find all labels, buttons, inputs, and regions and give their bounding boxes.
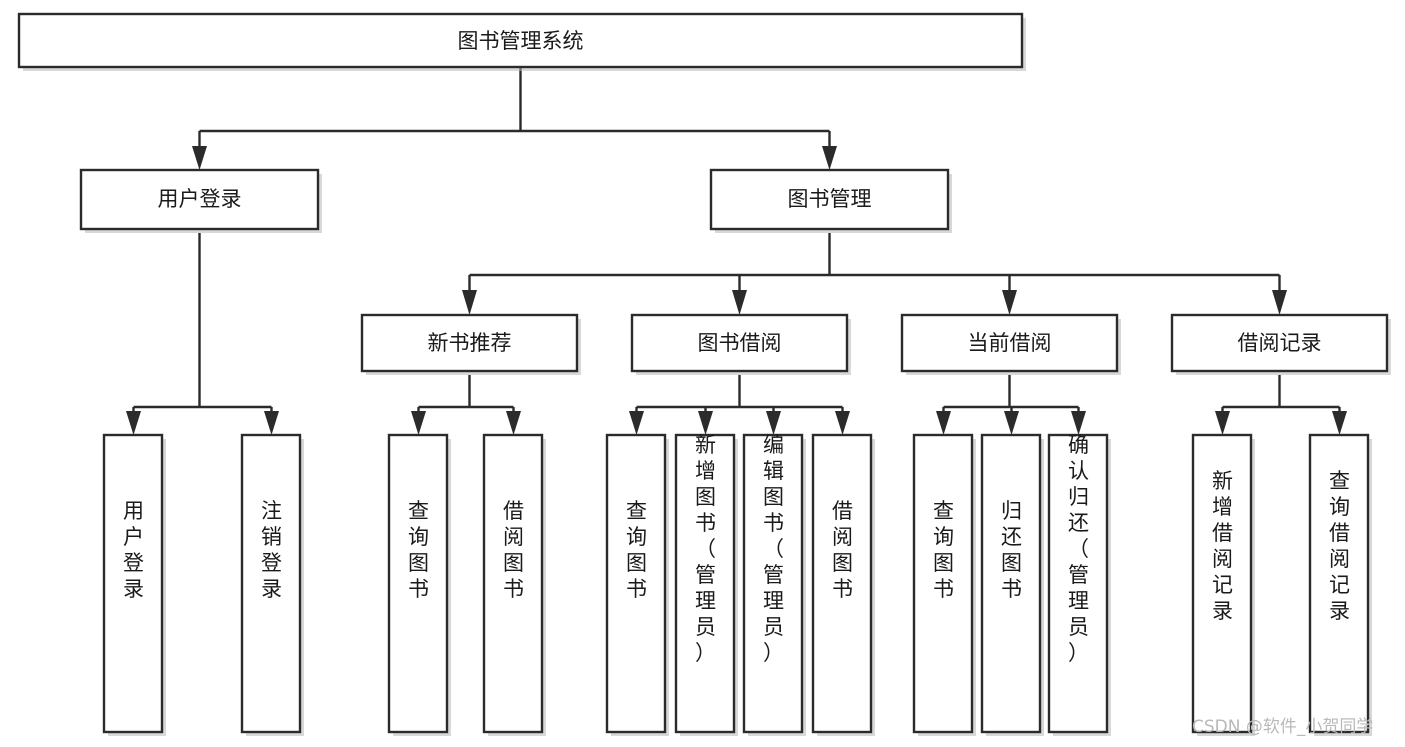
node-book-management-box[interactable] — [709, 168, 950, 231]
node-leaf-user-login[interactable]: 用户登录 — [102, 433, 166, 736]
arrow-head-book-management — [822, 146, 837, 170]
node-leaf-query-borrow-record[interactable]: 查询借阅记录 — [1308, 433, 1372, 736]
node-leaf-logout-login[interactable]: 注销登录 — [240, 433, 304, 736]
node-borrow-record-box[interactable] — [1170, 313, 1389, 373]
node-leaf-query-book-1-label: 查询图书 — [408, 499, 429, 601]
node-leaf-return-book-box[interactable] — [980, 433, 1042, 734]
node-leaf-query-book-3-box[interactable] — [912, 433, 974, 734]
node-leaf-query-book-2[interactable]: 查询图书 — [605, 433, 669, 736]
node-leaf-query-book-1[interactable]: 查询图书 — [387, 433, 451, 736]
node-leaf-edit-book-box[interactable] — [742, 433, 804, 734]
node-root-box[interactable] — [17, 12, 1024, 69]
node-borrow-record-label: 借阅记录 — [1238, 331, 1322, 355]
node-leaf-confirm-return[interactable]: 确认归还（管理员） — [1047, 433, 1111, 736]
node-leaf-query-book-3-label: 查询图书 — [933, 499, 954, 601]
node-leaf-confirm-return-label: 确认归还（管理员） — [1068, 433, 1089, 665]
node-new-book-recommend[interactable]: 新书推荐 — [360, 313, 581, 375]
node-new-book-recommend-label: 新书推荐 — [428, 331, 512, 355]
node-leaf-logout-login-label: 注销登录 — [261, 499, 282, 601]
arrow-head-borrow-record — [1272, 290, 1287, 315]
node-leaf-user-login-box[interactable] — [102, 433, 164, 734]
arrow-head-user-login — [192, 146, 207, 170]
node-leaf-add-book-label: 新增图书（管理员） — [695, 433, 716, 665]
arrow-head-leaf-add-book — [698, 411, 713, 435]
node-leaf-add-borrow-record-label: 新增借阅记录 — [1212, 469, 1233, 623]
node-leaf-query-book-2-box[interactable] — [605, 433, 667, 734]
arrow-head-leaf-logout-login — [264, 411, 279, 435]
node-leaf-edit-book[interactable]: 编辑图书（管理员） — [742, 433, 806, 736]
arrow-head-new-book-recommend — [462, 290, 477, 315]
node-current-borrow[interactable]: 当前借阅 — [900, 313, 1121, 375]
node-root[interactable]: 图书管理系统 — [17, 12, 1026, 71]
node-book-borrow[interactable]: 图书借阅 — [630, 313, 851, 375]
node-leaf-borrow-book-2-label: 借阅图书 — [832, 499, 853, 601]
node-leaf-borrow-book-1[interactable]: 借阅图书 — [482, 433, 546, 736]
node-leaf-query-book-3[interactable]: 查询图书 — [912, 433, 976, 736]
node-leaf-borrow-book-1-label: 借阅图书 — [503, 499, 524, 601]
node-leaf-query-book-2-label: 查询图书 — [626, 499, 647, 601]
node-leaf-query-borrow-record-label: 查询借阅记录 — [1329, 469, 1350, 623]
node-user-login[interactable]: 用户登录 — [79, 168, 322, 233]
connector-layer — [126, 67, 1347, 435]
arrow-head-leaf-return-book — [1004, 411, 1019, 435]
node-book-borrow-box[interactable] — [630, 313, 849, 373]
arrow-head-leaf-confirm-return — [1071, 411, 1086, 435]
node-leaf-add-borrow-record[interactable]: 新增借阅记录 — [1191, 433, 1255, 736]
node-leaf-user-login-label: 用户登录 — [123, 499, 144, 601]
node-new-book-recommend-box[interactable] — [360, 313, 579, 373]
node-leaf-add-book[interactable]: 新增图书（管理员） — [674, 433, 738, 736]
arrow-head-leaf-borrow-book-2 — [835, 411, 850, 435]
node-leaf-logout-login-box[interactable] — [240, 433, 302, 734]
node-current-borrow-label: 当前借阅 — [968, 331, 1052, 355]
arrow-head-leaf-query-borrow-record — [1332, 411, 1347, 435]
node-leaf-confirm-return-box[interactable] — [1047, 433, 1109, 734]
node-leaf-borrow-book-1-box[interactable] — [482, 433, 544, 734]
csdn-watermark: CSDN @软件_小贺同学 — [1192, 717, 1373, 737]
node-book-borrow-label: 图书借阅 — [698, 331, 782, 355]
arrow-head-leaf-add-borrow-record — [1215, 411, 1230, 435]
node-user-login-label: 用户登录 — [158, 187, 242, 211]
arrow-head-leaf-borrow-book-1 — [506, 411, 521, 435]
node-leaf-add-borrow-record-box[interactable] — [1191, 433, 1253, 734]
node-leaf-edit-book-label: 编辑图书（管理员） — [763, 433, 784, 665]
node-leaf-borrow-book-2-box[interactable] — [811, 433, 873, 734]
node-book-management-label: 图书管理 — [788, 187, 872, 211]
node-leaf-query-borrow-record-box[interactable] — [1308, 433, 1370, 734]
arrow-head-leaf-user-login — [126, 411, 141, 435]
node-leaf-return-book[interactable]: 归还图书 — [980, 433, 1044, 736]
node-borrow-record[interactable]: 借阅记录 — [1170, 313, 1391, 375]
arrow-head-leaf-query-book-2 — [629, 411, 644, 435]
node-current-borrow-box[interactable] — [900, 313, 1119, 373]
node-leaf-return-book-label: 归还图书 — [1001, 499, 1022, 601]
node-leaf-query-book-1-box[interactable] — [387, 433, 449, 734]
arrow-head-current-borrow — [1002, 290, 1017, 315]
arrow-head-leaf-edit-book — [766, 411, 781, 435]
node-leaf-add-book-box[interactable] — [674, 433, 736, 734]
arrow-head-leaf-query-book-3 — [936, 411, 951, 435]
node-leaf-borrow-book-2[interactable]: 借阅图书 — [811, 433, 875, 736]
node-user-login-box[interactable] — [79, 168, 320, 231]
node-book-management[interactable]: 图书管理 — [709, 168, 952, 233]
arrow-head-book-borrow — [732, 290, 747, 315]
arrow-head-leaf-query-book-1 — [411, 411, 426, 435]
node-root-label: 图书管理系统 — [458, 29, 584, 53]
